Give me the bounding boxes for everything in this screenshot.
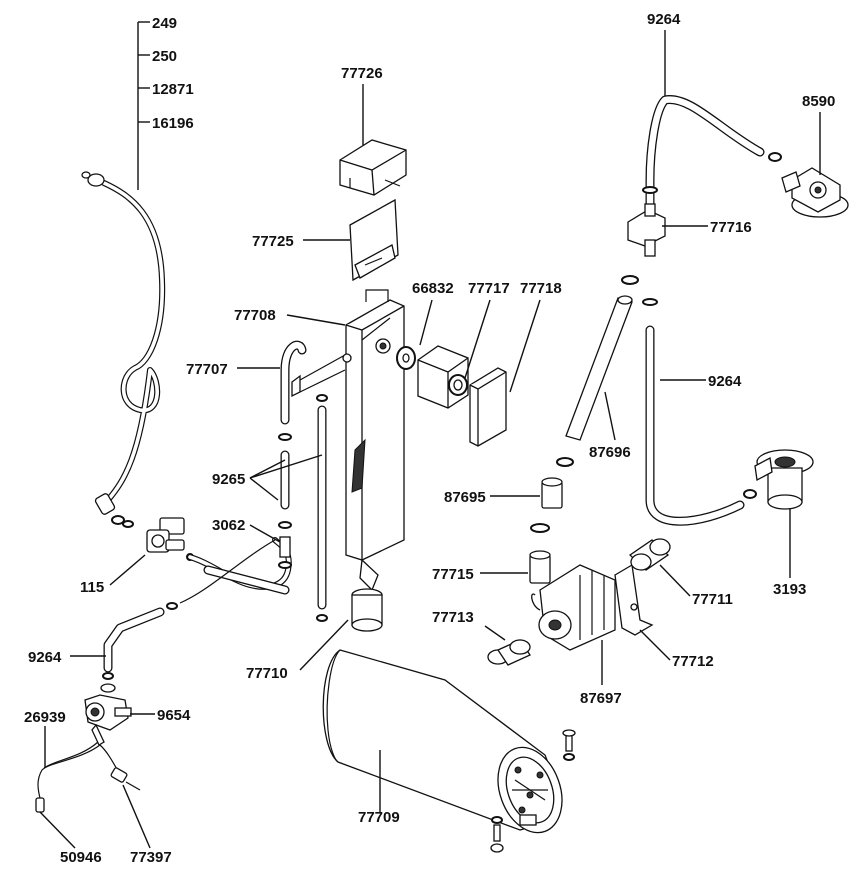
callout-9265: 9265 [212, 471, 245, 488]
overflow-tube-9264-right [642, 95, 782, 526]
callout-77716: 77716 [710, 219, 752, 236]
capacitor-77711 [628, 538, 671, 571]
callout-77712: 77712 [672, 653, 714, 670]
top-cap-77726 [339, 139, 407, 196]
callout-labels: 249 250 12871 16196 77726 9264 8590 7772… [24, 11, 835, 866]
callout-26939: 26939 [24, 709, 66, 726]
callout-77726: 77726 [341, 65, 383, 82]
callout-66832: 66832 [412, 280, 454, 297]
callout-77709: 77709 [358, 809, 400, 826]
heater-tank-77709 [322, 649, 563, 834]
fill-hose-assembly [81, 171, 166, 528]
callout-9264-right: 9264 [708, 373, 742, 390]
callout-3193: 3193 [773, 581, 806, 598]
connector-77710 [351, 588, 383, 632]
callout-87697: 87697 [580, 690, 622, 707]
callout-8590: 8590 [802, 93, 835, 110]
callout-77713: 77713 [432, 609, 474, 626]
callout-87696: 87696 [589, 444, 631, 461]
hose-9264-lower [102, 537, 292, 680]
callout-249: 249 [152, 15, 177, 32]
overflow-tube-left [278, 340, 307, 569]
bracket-77712 [614, 563, 654, 636]
heater-bolts [490, 729, 576, 853]
callout-9264-top: 9264 [647, 11, 681, 28]
probe-wire-assembly [35, 741, 141, 813]
callout-77718: 77718 [520, 280, 562, 297]
tube-87696 [565, 275, 639, 441]
leader-lines [39, 21, 821, 849]
hood-77725 [349, 198, 399, 282]
callout-77710: 77710 [246, 665, 288, 682]
drain-3193 [754, 449, 814, 510]
bracket-77707 [291, 353, 352, 398]
callout-9264-left: 9264 [28, 649, 62, 666]
callout-77397: 77397 [130, 849, 172, 866]
pump-87697 [531, 564, 616, 651]
callout-12871: 12871 [152, 81, 194, 98]
drain-8590 [781, 167, 849, 218]
tube-87695 [530, 457, 574, 533]
callout-16196: 16196 [152, 115, 194, 132]
overflow-tube-right [316, 394, 328, 622]
callout-3062: 3062 [212, 517, 245, 534]
callout-77707: 77707 [186, 361, 228, 378]
tank-column-77708 [345, 289, 405, 592]
valve-9654 [84, 683, 132, 746]
fitting-66832 [396, 346, 416, 370]
callout-250: 250 [152, 48, 177, 65]
bracket-77717 [417, 345, 469, 409]
manifold-77716 [627, 203, 666, 257]
callout-77715: 77715 [432, 566, 474, 583]
callout-9654: 9654 [157, 707, 191, 724]
callout-115: 115 [80, 579, 104, 596]
cover-77718 [469, 367, 507, 447]
callout-50946: 50946 [60, 849, 102, 866]
tube-77715 [529, 550, 551, 584]
callout-77711: 77711 [692, 591, 733, 608]
collar-77713 [487, 639, 531, 666]
callout-77708: 77708 [234, 307, 276, 324]
callout-77717: 77717 [468, 280, 510, 297]
callout-77725: 77725 [252, 233, 294, 250]
solenoid-valve [146, 517, 194, 561]
callout-87695: 87695 [444, 489, 486, 506]
